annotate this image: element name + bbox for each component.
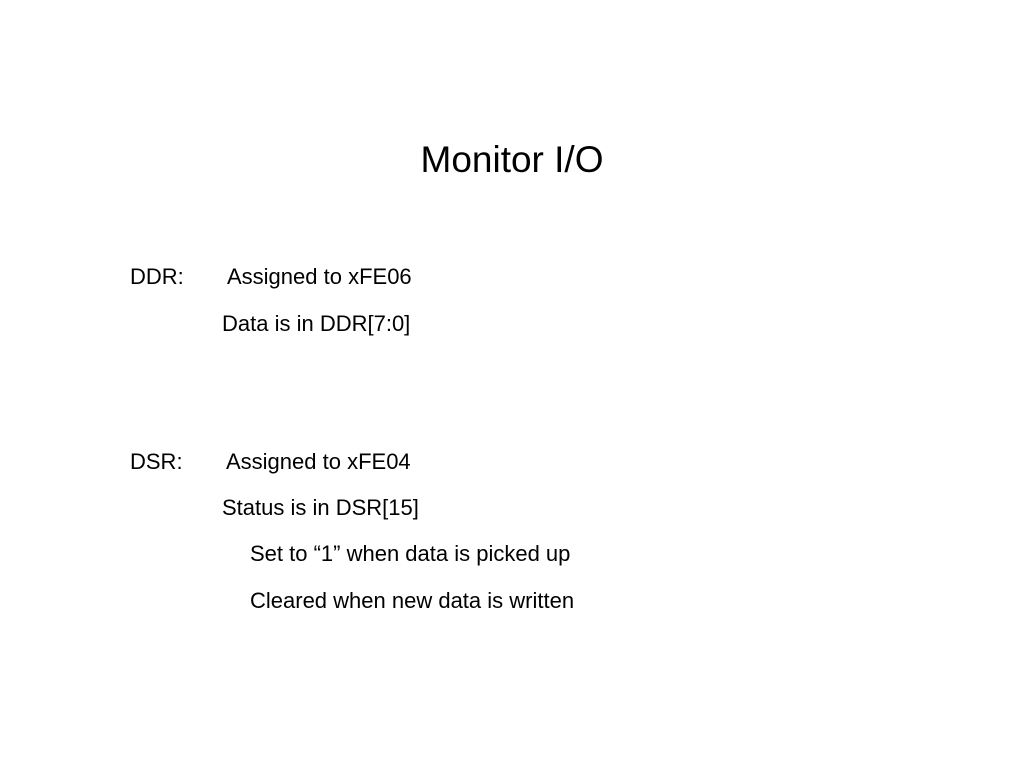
ddr-address-line: Assigned to xFE06 — [227, 264, 412, 289]
dsr-address-line: Assigned to xFE04 — [226, 449, 411, 474]
dsr-label: DSR: — [130, 449, 183, 474]
dsr-status-line: Status is in DSR[15] — [222, 495, 419, 520]
ddr-data-line: Data is in DDR[7:0] — [222, 311, 411, 336]
dsr-cleared-line: Cleared when new data is written — [250, 588, 575, 613]
dsr-set-line: Set to “1” when data is picked up — [250, 541, 571, 566]
slide-title: Monitor I/O — [420, 139, 604, 180]
ddr-label: DDR: — [130, 264, 184, 289]
